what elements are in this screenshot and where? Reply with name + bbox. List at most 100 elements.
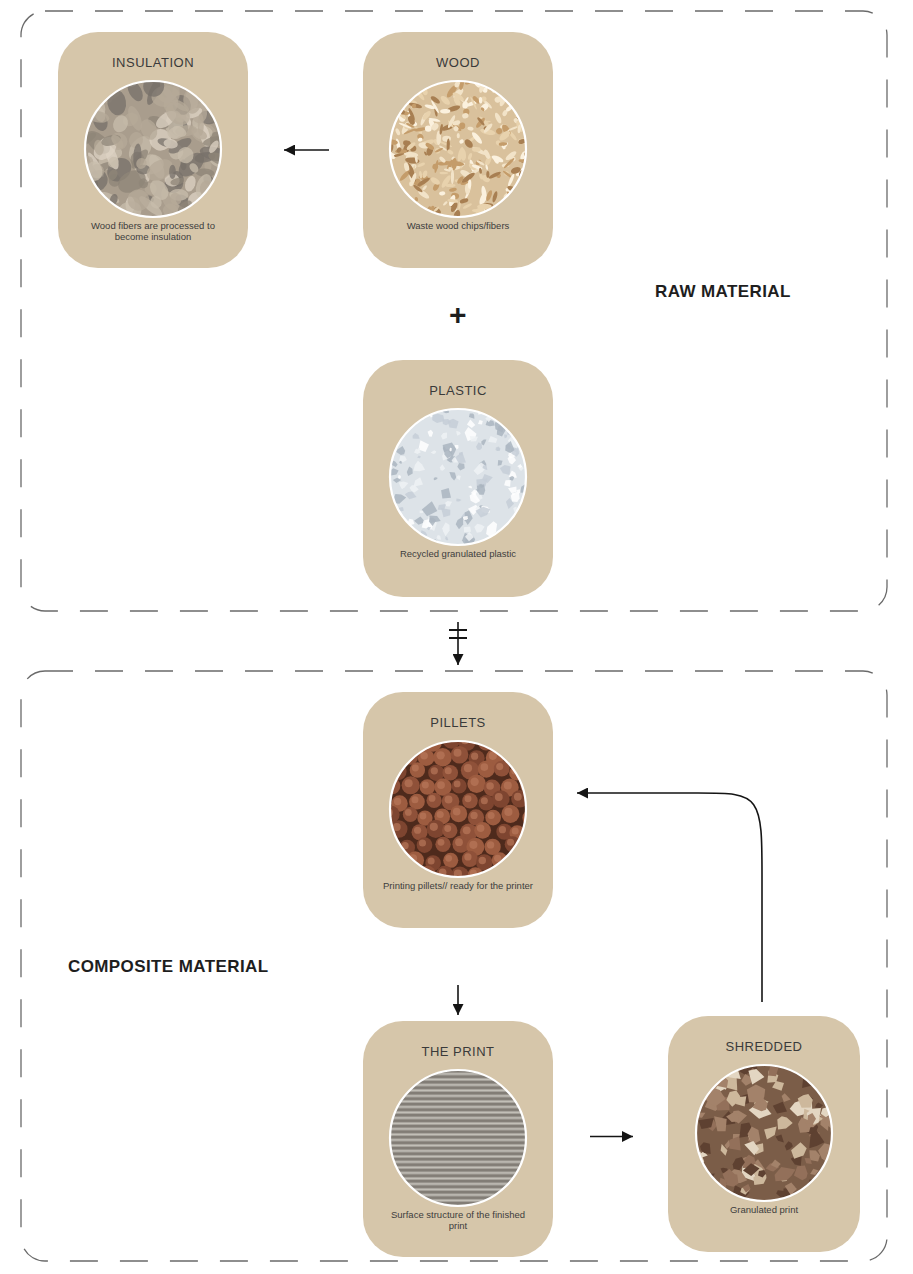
drawing-part <box>461 112 469 119</box>
drawing-part <box>211 91 227 107</box>
drawing-part <box>438 839 445 846</box>
drawing-part <box>777 1116 792 1129</box>
drawing-part <box>138 178 149 190</box>
material-card: WOODWaste wood chips/fibers <box>363 32 553 268</box>
material-card: INSULATIONWood fibers are processed to b… <box>58 32 248 268</box>
drawing-part <box>385 808 393 816</box>
card-caption: Surface structure of the finished print <box>383 1210 533 1231</box>
drawing-part <box>726 1091 740 1107</box>
card-heading: WOOD <box>381 55 535 71</box>
drawing-part <box>523 779 531 787</box>
drawing-part <box>420 779 436 795</box>
drawing-part <box>494 112 503 124</box>
drawing-part <box>384 77 532 224</box>
drawing-part <box>456 516 464 529</box>
drawing-part <box>772 1081 784 1091</box>
drawing-part <box>398 205 406 213</box>
drawing-part <box>455 838 463 846</box>
drawing-part <box>491 191 498 203</box>
drawing-part <box>163 138 179 150</box>
drawing-part <box>207 202 225 215</box>
drawing-part <box>791 1142 807 1159</box>
drawing-part <box>438 156 446 164</box>
drawing-part <box>495 793 503 801</box>
drawing-part <box>416 177 431 188</box>
drawing-part <box>405 492 417 500</box>
drawing-part <box>390 1098 526 1100</box>
drawing-part <box>459 122 465 129</box>
drawing-part <box>442 419 450 425</box>
drawing-part <box>449 448 451 452</box>
drawing-part <box>488 171 502 180</box>
drawing-part <box>422 170 429 179</box>
drawing-part <box>190 126 209 142</box>
drawing-part <box>726 1112 738 1122</box>
drawing-part <box>799 1192 808 1200</box>
drawing-part <box>390 1175 526 1177</box>
drawing-part <box>410 485 419 492</box>
drawing-part <box>417 162 426 168</box>
drawing-part <box>387 840 394 847</box>
drawing-part <box>441 432 447 439</box>
drawing-part <box>506 205 513 212</box>
drawing-part <box>445 796 453 804</box>
drawing-part <box>434 147 443 153</box>
drawing-part <box>430 100 440 114</box>
drawing-part <box>512 89 529 98</box>
drawing-part <box>463 96 469 104</box>
drawing-part <box>445 536 448 541</box>
drawing-part <box>391 853 407 869</box>
drawing-part <box>512 828 519 835</box>
drawing-part <box>715 1187 721 1195</box>
drawing-part <box>515 97 529 103</box>
drawing-part <box>523 448 527 452</box>
drawing-part <box>385 405 532 547</box>
drawing-part <box>815 1103 823 1109</box>
drawing-part <box>422 782 429 789</box>
drawing-part <box>514 425 525 433</box>
drawing-part <box>805 1158 812 1164</box>
drawing-part <box>810 1072 818 1080</box>
label-slot: + <box>449 300 467 330</box>
drawing-part <box>407 466 413 476</box>
drawing-part <box>492 790 510 808</box>
drawing-part <box>381 731 539 887</box>
drawing-part <box>464 764 472 772</box>
drawing-part <box>433 748 451 766</box>
drawing-part <box>386 103 395 109</box>
drawing-part <box>518 526 526 535</box>
drawing-part <box>188 161 201 174</box>
drawing-part <box>521 416 528 424</box>
material-card: PILLETSPrinting pillets// ready for the … <box>363 692 553 928</box>
drawing-part <box>390 1117 526 1118</box>
drawing-part <box>785 1141 793 1150</box>
drawing-part <box>125 104 145 132</box>
drawing-part <box>469 414 475 419</box>
drawing-part <box>400 430 403 435</box>
drawing-part <box>522 199 526 204</box>
drawing-part <box>470 778 478 786</box>
drawing-part <box>504 808 512 816</box>
drawing-part <box>487 841 494 848</box>
drawing-part <box>476 117 485 127</box>
drawing-part <box>21 671 887 1261</box>
drawing-part <box>495 127 503 135</box>
drawing-part <box>771 1160 781 1168</box>
drawing-part <box>491 408 497 413</box>
drawing-part <box>456 431 461 436</box>
drawing-part <box>410 172 418 185</box>
drawing-part <box>454 781 461 788</box>
drawing-part <box>474 462 487 475</box>
drawing-part <box>390 81 526 217</box>
drawing-part <box>72 69 231 228</box>
drawing-part <box>479 97 483 104</box>
drawing-part <box>395 537 402 545</box>
region-heading: RAW MATERIAL <box>655 282 791 302</box>
drawing-part <box>455 452 466 463</box>
drawing-part <box>775 1167 796 1181</box>
drawing-part <box>384 750 392 758</box>
drawing-part <box>390 409 526 545</box>
drawing-part <box>414 461 426 472</box>
photo-space <box>76 81 230 217</box>
drawing-part <box>390 1183 526 1184</box>
